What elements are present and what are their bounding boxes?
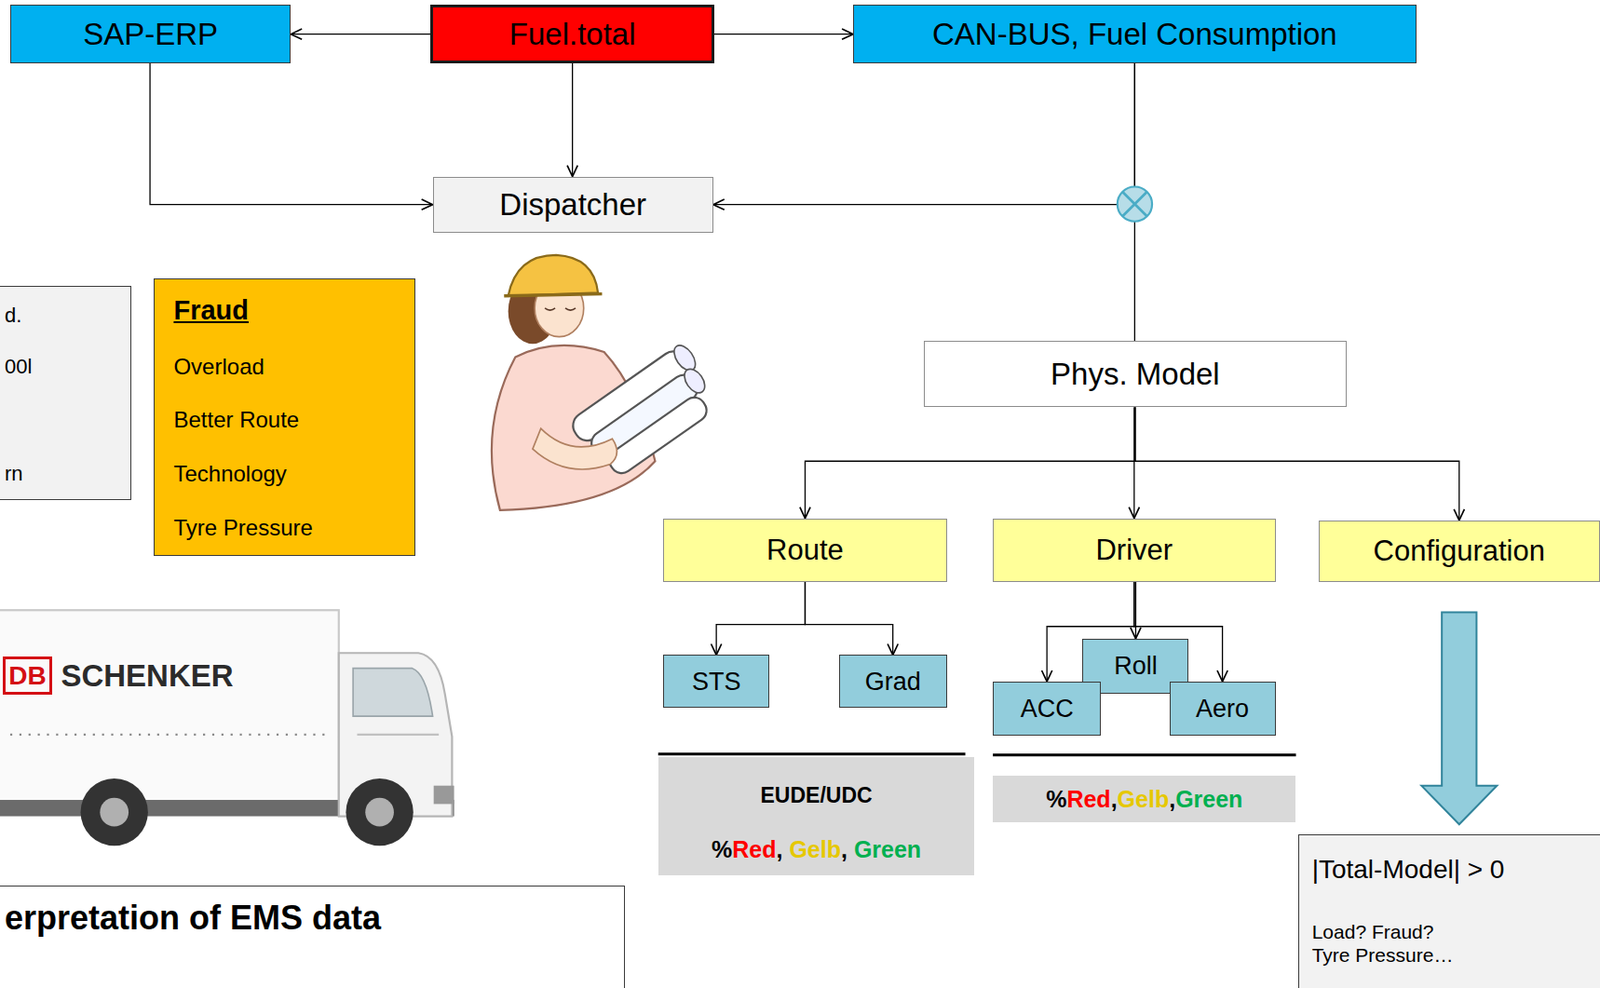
logo-mark: DB bbox=[2, 656, 52, 696]
separator-line bbox=[658, 754, 1297, 756]
check-box: |Total-Model| > 0 Load? Fraud? Tyre Press… bbox=[1298, 834, 1600, 988]
dispatcher-figure-part-part bbox=[669, 341, 700, 375]
node-subtext: rn bbox=[4, 461, 131, 487]
node-subtext: Technology bbox=[173, 461, 415, 489]
dispatcher-figure bbox=[491, 255, 727, 511]
dispatcher-figure-part-part bbox=[679, 365, 709, 396]
fraud-box: FraudOverloadBetter RouteTechnologyTyre … bbox=[153, 278, 416, 556]
connector bbox=[1135, 406, 1460, 521]
percent-sign: % bbox=[711, 836, 733, 863]
color-word: Red bbox=[1066, 786, 1111, 813]
category-box: Configuration bbox=[1318, 520, 1600, 583]
truck-illustration bbox=[0, 610, 455, 846]
color-word: Green bbox=[854, 836, 922, 863]
color-word: Red bbox=[732, 836, 776, 863]
node-text: Route bbox=[766, 532, 844, 568]
truck-illustration-part bbox=[81, 778, 149, 846]
node-text: Grad bbox=[865, 666, 922, 697]
connector bbox=[149, 63, 433, 205]
truck-illustration-part bbox=[99, 798, 129, 828]
node-subtext: Load? Fraud? Tyre Pressure… bbox=[1312, 920, 1469, 967]
node-subtext: %Red, Gelb, Green bbox=[658, 835, 976, 864]
factor-box: STS bbox=[663, 654, 770, 708]
node-text: Roll bbox=[1113, 650, 1158, 681]
connector bbox=[571, 63, 573, 177]
node-text: EUDE/UDC bbox=[658, 783, 976, 810]
truck-illustration-part bbox=[433, 786, 455, 805]
node-text: d. bbox=[4, 303, 131, 328]
note-box: d. 00l rn bbox=[0, 285, 132, 501]
junction-symbol bbox=[1117, 187, 1153, 222]
percent-sign: % bbox=[1045, 786, 1067, 813]
process-box: Dispatcher bbox=[433, 176, 714, 233]
truck-illustration-part bbox=[352, 668, 433, 717]
factor-box: Grad bbox=[839, 654, 948, 708]
connector bbox=[290, 33, 431, 35]
node-text: Phys. Model bbox=[1050, 355, 1221, 394]
separator: , bbox=[1111, 786, 1118, 813]
node-text: |Total-Model| > 0 bbox=[1312, 854, 1600, 886]
connector bbox=[804, 582, 893, 656]
caption-box: erpretation of EMS data bbox=[0, 885, 625, 988]
category-box: Driver bbox=[992, 518, 1275, 583]
truck-illustration-part bbox=[365, 798, 394, 828]
category-box: Route bbox=[663, 518, 948, 583]
node-text: Driver bbox=[1095, 532, 1173, 568]
truck-illustration-part bbox=[0, 610, 339, 802]
truck-illustration-part bbox=[345, 778, 413, 846]
node-subtext: 00l bbox=[4, 354, 131, 380]
node-text: Dispatcher bbox=[499, 186, 647, 224]
node-text: SAP-ERP bbox=[82, 15, 218, 54]
connector-layer-part bbox=[149, 34, 1497, 826]
truck-illustration-part bbox=[10, 733, 329, 736]
separator-line-part bbox=[658, 752, 966, 756]
result-box: EUDE/UDC%Red, Gelb, Green bbox=[658, 757, 976, 876]
logo-text: SCHENKER bbox=[57, 657, 236, 695]
dispatcher-figure-part-part bbox=[605, 393, 712, 478]
connector bbox=[716, 582, 805, 656]
separator: , bbox=[1168, 786, 1176, 813]
model-box: Phys. Model bbox=[923, 340, 1348, 407]
dispatcher-figure-part bbox=[532, 428, 617, 470]
junction-symbol-part bbox=[1122, 191, 1147, 217]
node-subtext: Tyre Pressure bbox=[173, 515, 415, 543]
separator: , bbox=[840, 836, 855, 863]
system-box: SAP-ERP bbox=[10, 4, 291, 63]
color-word: Gelb bbox=[1117, 786, 1170, 813]
node-subtext: Overload bbox=[173, 353, 415, 381]
connector bbox=[804, 406, 1135, 518]
separator-line-part bbox=[992, 753, 1296, 757]
factor-box: ACC bbox=[992, 681, 1101, 736]
connector bbox=[713, 63, 1136, 205]
node-text: %Red,Gelb,Green bbox=[1045, 785, 1243, 814]
result-box: %Red,Gelb,Green bbox=[992, 775, 1296, 823]
dispatcher-figure-part bbox=[503, 294, 602, 297]
node-text: CAN-BUS, Fuel Consumption bbox=[932, 15, 1338, 54]
dispatcher-figure-part bbox=[544, 308, 576, 311]
dispatcher-figure-part bbox=[508, 255, 598, 297]
node-subtext: Better Route bbox=[173, 406, 415, 434]
node-text: erpretation of EMS data bbox=[4, 897, 624, 938]
junction-symbol-part bbox=[1117, 187, 1153, 222]
node-text: Aero bbox=[1195, 693, 1249, 724]
node-text: Configuration bbox=[1373, 533, 1546, 569]
truck-illustration-part bbox=[356, 733, 439, 736]
separator: , bbox=[775, 836, 789, 863]
color-word: Gelb bbox=[788, 836, 841, 863]
connector bbox=[1135, 582, 1137, 639]
source-box: Fuel.total bbox=[430, 4, 715, 63]
node-text: ACC bbox=[1020, 693, 1074, 724]
color-word: Green bbox=[1175, 786, 1243, 813]
factor-box: Aero bbox=[1169, 681, 1276, 736]
node-text: STS bbox=[691, 666, 742, 697]
system-box: CAN-BUS, Fuel Consumption bbox=[853, 4, 1417, 63]
node-text: Fuel.total bbox=[509, 15, 637, 54]
block-arrow bbox=[1421, 611, 1497, 825]
node-text: Fraud bbox=[173, 294, 415, 327]
connector bbox=[714, 33, 854, 35]
